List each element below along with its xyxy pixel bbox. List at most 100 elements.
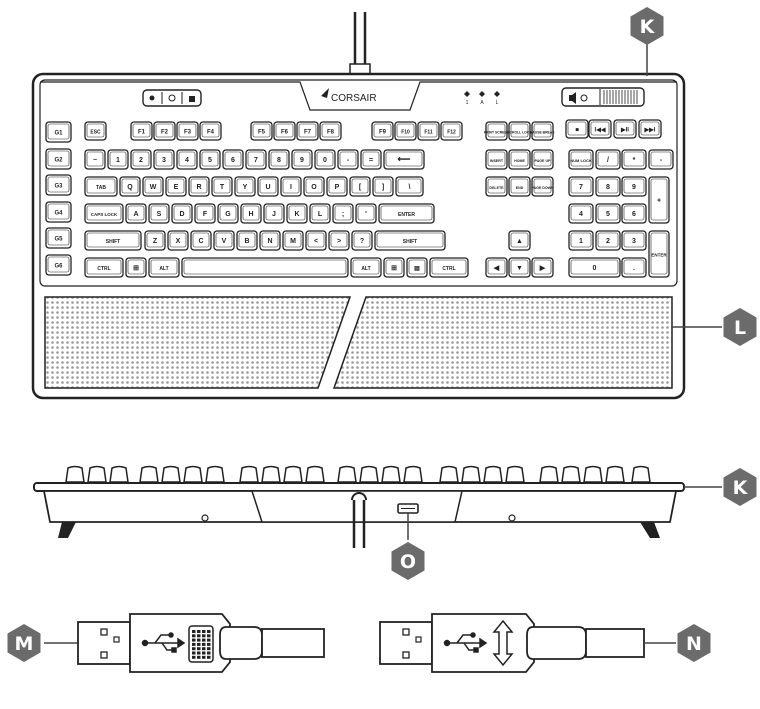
key-c[interactable]: C (190, 230, 212, 251)
key-f2[interactable]: F2 (153, 121, 176, 141)
key-f9[interactable]: F9 (371, 121, 394, 141)
key-j[interactable]: J (263, 203, 285, 224)
key-f7[interactable]: F7 (296, 121, 319, 141)
key-home[interactable]: HOME (508, 149, 531, 170)
menu-key[interactable]: ▤ (406, 257, 428, 278)
key-f4[interactable]: F4 (199, 121, 222, 141)
key-[interactable]: - (337, 149, 359, 170)
right-ctrl-key[interactable]: CTRL (429, 257, 469, 278)
key-9[interactable]: 9 (291, 149, 313, 170)
key-[interactable]: < (305, 230, 327, 251)
key-f1[interactable]: F1 (130, 121, 153, 141)
key-[interactable]: ; (332, 203, 354, 224)
key-w[interactable]: W (142, 176, 164, 197)
key-f8[interactable]: F8 (319, 121, 342, 141)
key-f[interactable]: F (194, 203, 216, 224)
key-g[interactable]: G (217, 203, 239, 224)
caps-lock-key[interactable]: CAPS LOCK (84, 203, 124, 224)
numpad-dot[interactable]: . (621, 257, 647, 278)
media-key-4[interactable]: ▶▶I (638, 119, 662, 139)
numpad-3[interactable]: 3 (621, 230, 647, 251)
key-[interactable]: = (360, 149, 382, 170)
key-pause-break[interactable]: PAUSE BREAK (530, 121, 555, 141)
arrow-right-key[interactable]: ▶ (531, 257, 554, 278)
key-f11[interactable]: F11 (417, 121, 440, 141)
key-s[interactable]: S (148, 203, 170, 224)
left-shift-key[interactable]: SHIFT (84, 230, 142, 251)
g-key-1[interactable]: G1 (45, 121, 72, 143)
key-5[interactable]: 5 (199, 149, 221, 170)
numpad-plus[interactable]: + (648, 176, 670, 224)
key-r[interactable]: R (188, 176, 210, 197)
key-f12[interactable]: F12 (440, 121, 463, 141)
tab-key[interactable]: TAB (84, 176, 118, 197)
arrow-down-key[interactable]: ▼ (508, 257, 531, 278)
numpad-key-1[interactable]: / (595, 149, 621, 170)
backspace-key[interactable]: ⟵ (383, 149, 425, 170)
key-page-up[interactable]: PAGE UP (531, 149, 554, 170)
key-e[interactable]: E (165, 176, 187, 197)
key-end[interactable]: END (508, 176, 531, 197)
key-f3[interactable]: F3 (176, 121, 199, 141)
key-q[interactable]: Q (119, 176, 141, 197)
numpad-key-3[interactable]: - (648, 149, 674, 170)
numpad-key-2[interactable]: * (621, 149, 647, 170)
key-l[interactable]: L (309, 203, 331, 224)
key-a[interactable]: A (125, 203, 147, 224)
g-key-6[interactable]: G6 (45, 254, 72, 276)
key-i[interactable]: I (280, 176, 302, 197)
numpad-9[interactable]: 9 (621, 176, 647, 197)
key-esc[interactable]: ESC (84, 121, 107, 141)
volume-roller[interactable] (561, 87, 645, 107)
key-t[interactable]: T (211, 176, 233, 197)
numpad-enter[interactable]: ENTER (648, 230, 670, 278)
key-p[interactable]: P (326, 176, 348, 197)
key-o[interactable]: O (303, 176, 325, 197)
key-f6[interactable]: F6 (273, 121, 296, 141)
left-alt-key[interactable]: ALT (148, 257, 180, 278)
numpad-6[interactable]: 6 (621, 203, 647, 224)
arrow-left-key[interactable]: ◀ (485, 257, 508, 278)
key-n[interactable]: N (259, 230, 281, 251)
left-ctrl-key[interactable]: CTRL (84, 257, 124, 278)
g-key-2[interactable]: G2 (45, 148, 72, 170)
key-[interactable]: ~ (84, 149, 106, 170)
spacebar-key[interactable] (181, 257, 349, 278)
numpad-4[interactable]: 4 (568, 203, 594, 224)
key-8[interactable]: 8 (268, 149, 290, 170)
key-3[interactable]: 3 (153, 149, 175, 170)
key-page-down[interactable]: PAGE DOWN (531, 176, 554, 197)
key-u[interactable]: U (257, 176, 279, 197)
numpad-1[interactable]: 1 (568, 230, 594, 251)
g-key-4[interactable]: G4 (45, 201, 72, 223)
numpad-8[interactable]: 8 (595, 176, 621, 197)
key-[interactable]: [ (349, 176, 371, 197)
g-key-5[interactable]: G5 (45, 227, 72, 249)
key-b[interactable]: B (236, 230, 258, 251)
profile-buttons[interactable] (142, 89, 202, 107)
numpad-7[interactable]: 7 (568, 176, 594, 197)
key-scroll-lock[interactable]: SCROLL LOCK (507, 121, 532, 141)
key-insert[interactable]: INSERT (485, 149, 508, 170)
key-[interactable]: ] (372, 176, 394, 197)
key-0[interactable]: 0 (314, 149, 336, 170)
media-key-2[interactable]: I◀◀ (588, 119, 612, 139)
key-y[interactable]: Y (234, 176, 256, 197)
key-6[interactable]: 6 (222, 149, 244, 170)
key-f5[interactable]: F5 (250, 121, 273, 141)
media-key-3[interactable]: ▶II (613, 119, 637, 139)
backslash-key[interactable]: \ (395, 176, 424, 197)
numpad-0[interactable]: 0 (568, 257, 621, 278)
numpad-5[interactable]: 5 (595, 203, 621, 224)
key-2[interactable]: 2 (130, 149, 152, 170)
key-print-screen[interactable]: PRINT SCREEN (484, 121, 510, 141)
numpad-key-num-lock[interactable]: NUM LOCK (568, 149, 594, 170)
key-v[interactable]: V (213, 230, 235, 251)
key-1[interactable]: 1 (107, 149, 129, 170)
media-key-1[interactable]: ■ (565, 119, 589, 139)
key-z[interactable]: Z (144, 230, 166, 251)
g-key-3[interactable]: G3 (45, 174, 72, 196)
right-win-key[interactable]: ⊞ (383, 257, 405, 278)
right-alt-key[interactable]: ALT (350, 257, 382, 278)
key-k[interactable]: K (286, 203, 308, 224)
